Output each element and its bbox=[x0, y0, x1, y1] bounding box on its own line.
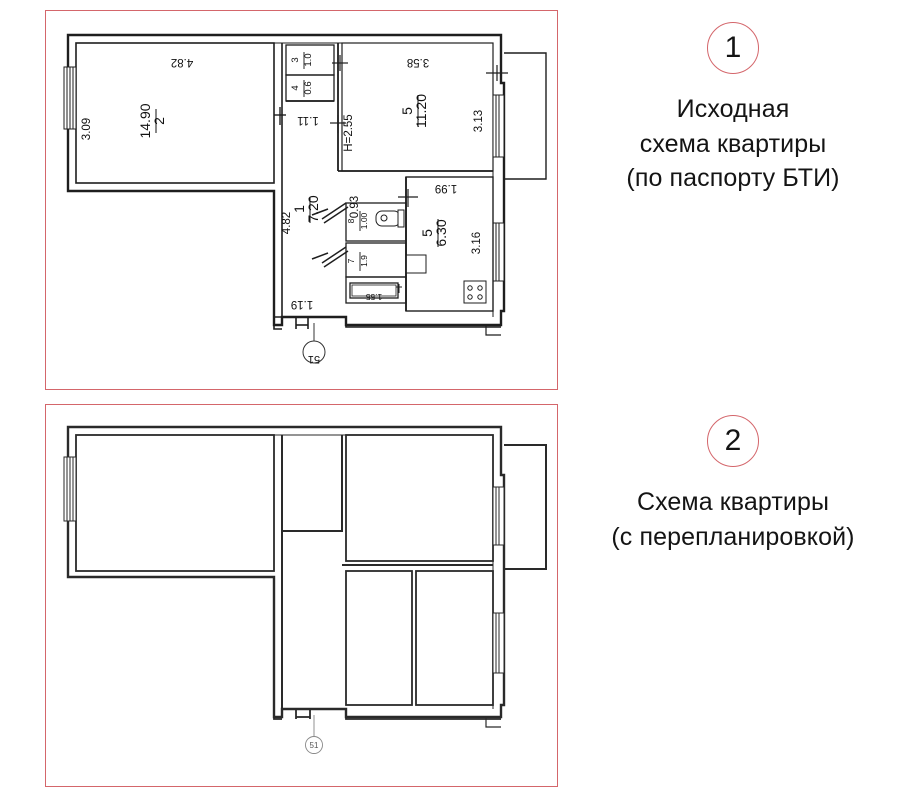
dim-4-82-hall: 4.82 bbox=[281, 212, 293, 234]
window-right-lower-2 bbox=[492, 612, 505, 674]
window-right-upper bbox=[492, 94, 505, 158]
room-3-number: 3 bbox=[290, 57, 301, 62]
wall-inner-face bbox=[75, 42, 494, 317]
door-kitchen bbox=[398, 189, 418, 207]
caption-original: 1 Исходная схема квартиры (по паспорту Б… bbox=[568, 22, 898, 196]
caption-original-text: Исходная схема квартиры (по паспорту БТИ… bbox=[568, 92, 898, 196]
dim-3-16: 3.16 bbox=[471, 232, 483, 254]
apartment-marker-2-label: 51 bbox=[310, 741, 319, 750]
door-corridor bbox=[330, 115, 346, 133]
bathtub-icon bbox=[349, 282, 402, 299]
dim-1-19: 1.19 bbox=[291, 298, 313, 310]
door-room2 bbox=[274, 107, 286, 125]
dim-3-13: 3.13 bbox=[473, 110, 485, 132]
room-4-number: 4 bbox=[290, 85, 301, 90]
caption-redesign-line-1: Схема квартиры bbox=[636, 488, 830, 516]
room-5-upper-area: 11.20 bbox=[413, 94, 429, 128]
caption-original-line-2: схема квартиры bbox=[639, 129, 827, 158]
stove-icon bbox=[463, 280, 487, 304]
wall-inner-face-2 bbox=[75, 434, 494, 709]
badge-2: 2 bbox=[707, 415, 759, 467]
dim-4-82-top: 4.82 bbox=[171, 56, 193, 68]
dim-1-55: 1.55 bbox=[365, 292, 382, 302]
room-7-area: 1.9 bbox=[359, 255, 369, 267]
dim-ceiling-height: H=2.55 bbox=[343, 114, 355, 151]
caption-redesign: 2 Схема квартиры (с перепланировкой) bbox=[568, 415, 898, 554]
window-right-upper-2 bbox=[492, 486, 505, 546]
floor-plan-redesign-svg: 51 bbox=[63, 425, 547, 754]
window-right-lower bbox=[492, 222, 505, 282]
plan-panel-original: 4.82 3.09 2 14.90 3 1.0 4 0.6 1.11 H=2.5… bbox=[45, 10, 558, 390]
window-left-room2 bbox=[63, 66, 77, 130]
room-lower-left-2 bbox=[345, 570, 413, 706]
dim-1-11: 1.11 bbox=[297, 114, 319, 126]
dim-1-99: 1.99 bbox=[435, 182, 457, 194]
outer-wall-2 bbox=[66, 425, 506, 719]
badge-1: 1 bbox=[707, 22, 759, 74]
room-left-merged bbox=[75, 434, 275, 572]
door-toilet bbox=[311, 202, 349, 224]
dim-3-09: 3.09 bbox=[81, 118, 93, 140]
room-3-area: 1.0 bbox=[303, 53, 314, 66]
corridor-wall-top-2 bbox=[282, 435, 343, 532]
caption-redesign-line-2: (с перепланировкой) bbox=[611, 522, 855, 551]
bath-sink-icon bbox=[405, 254, 427, 274]
room-2-area: 14.90 bbox=[137, 103, 153, 138]
door-closet3 bbox=[332, 55, 348, 71]
door-balcony bbox=[486, 65, 508, 81]
dim-3-58: 3.58 bbox=[407, 56, 429, 68]
entrance-door bbox=[295, 317, 309, 329]
apartment-marker-1-label: 51 bbox=[308, 353, 320, 365]
caption-redesign-text: Схема квартиры (с перепланировкой) bbox=[568, 485, 898, 554]
caption-original-line-1: Исходная bbox=[676, 95, 790, 123]
balcony bbox=[504, 52, 547, 180]
caption-original-line-3: (по паспорту БТИ) bbox=[626, 164, 840, 192]
room-right-upper-2 bbox=[345, 434, 494, 562]
room-5-kitchen-number: 5 bbox=[419, 229, 435, 237]
room-5-upper-number: 5 bbox=[399, 107, 415, 115]
room-5-kitchen-area: 6.30 bbox=[433, 219, 449, 246]
wc-icon bbox=[375, 209, 405, 228]
room-1-number: 1 bbox=[291, 205, 307, 213]
room-7-number: 7 bbox=[346, 258, 356, 263]
apartment-marker-2: 51 bbox=[305, 736, 323, 754]
door-bathroom bbox=[311, 246, 349, 268]
room-4-area: 0.6 bbox=[303, 81, 314, 94]
dim-0-93: 0.93 bbox=[349, 196, 361, 218]
apartment-marker-1: 51 bbox=[302, 340, 326, 365]
room-8-area: 1.00 bbox=[359, 212, 369, 229]
room-8-number: 8 bbox=[346, 218, 356, 223]
window-left-2 bbox=[63, 456, 77, 522]
floor-plan-original-svg: 4.82 3.09 2 14.90 3 1.0 4 0.6 1.11 H=2.5… bbox=[63, 33, 547, 365]
room-2-number: 2 bbox=[151, 117, 167, 125]
room-lower-right-2 bbox=[415, 570, 494, 706]
entrance-door-2 bbox=[295, 709, 311, 719]
balcony-2 bbox=[504, 444, 547, 570]
plan-panel-redesign: 51 bbox=[45, 404, 558, 787]
room-1-area: 7.20 bbox=[305, 195, 321, 222]
